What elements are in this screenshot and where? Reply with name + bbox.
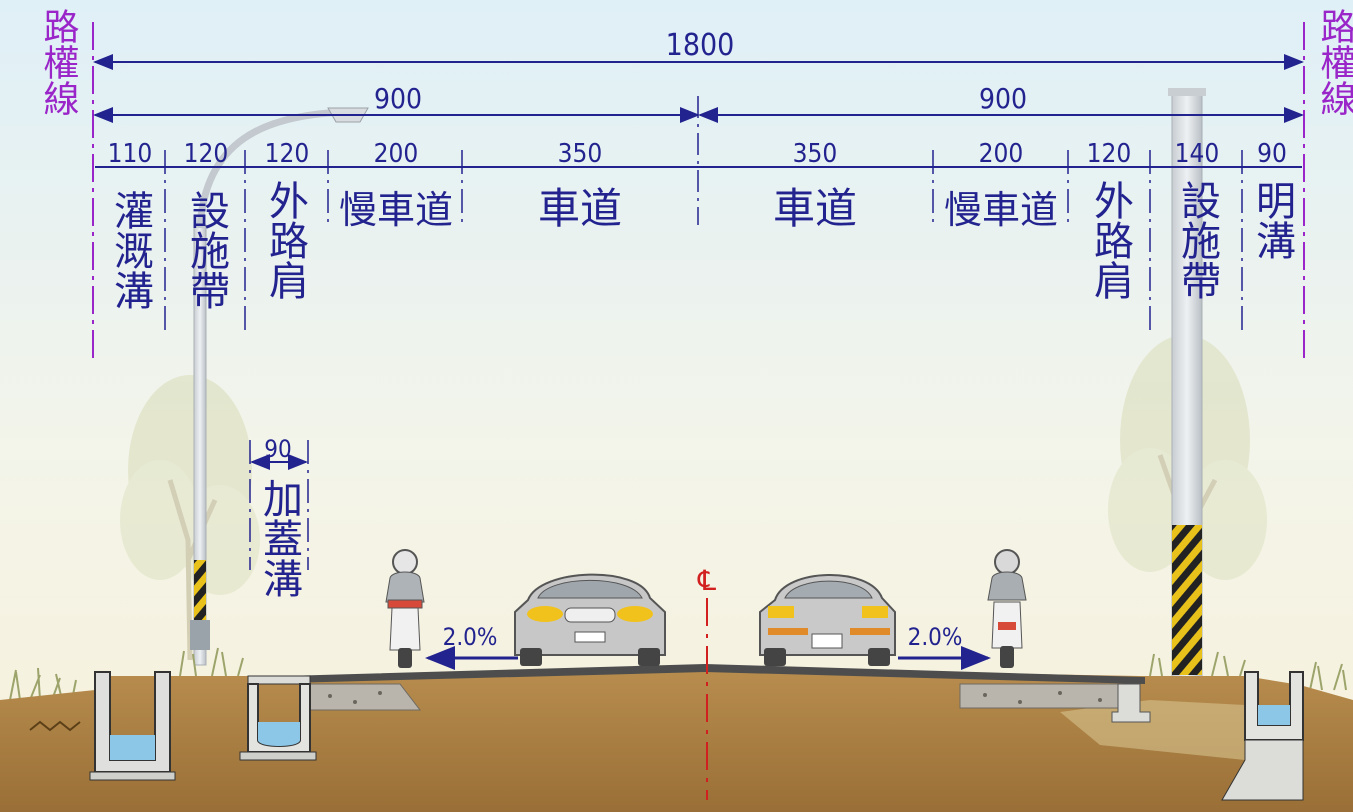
segment-value-r1: 350 (793, 139, 838, 169)
dimension-half-left-value: 900 (374, 82, 422, 115)
asphalt-pavement (250, 664, 1145, 684)
car-right (759, 574, 896, 666)
segment-label-slow-lane-right: 慢車道 (944, 188, 1058, 232)
segment-label-facility-belt-left: 設施帶 (183, 190, 229, 310)
dimension-covered-ditch-value: 90 (264, 435, 291, 463)
segment-value-l3: 120 (265, 139, 310, 169)
segment-label-open-drain: 明溝 (1249, 180, 1295, 260)
open-drain (1221, 671, 1304, 801)
scooter-right (987, 549, 1027, 668)
segment-label-lane-right: 車道 (773, 184, 857, 233)
slope-label-right: 2.0% (908, 623, 963, 651)
segment-value-r3: 120 (1087, 139, 1132, 169)
row-line-label-right: 路權線 (1315, 8, 1353, 116)
dimension-covered-ditch: 90 (249, 435, 309, 570)
dimension-total-value: 1800 (666, 28, 735, 63)
curb-right (1111, 683, 1151, 723)
segment-label-covered-ditch: 加蓋溝 (256, 478, 302, 598)
road-base (309, 683, 1136, 711)
segment-label-lane-left: 車道 (538, 184, 622, 233)
segment-value-l5: 350 (558, 139, 603, 169)
left-tree (120, 375, 260, 661)
segment-value-l1: 110 (108, 139, 153, 169)
backfill (1060, 700, 1245, 760)
segment-value-r2: 200 (979, 139, 1024, 169)
soil-hatch (29, 720, 81, 732)
scooter-left (385, 549, 425, 668)
dimension-half-right-value: 900 (979, 82, 1027, 115)
segment-value-r5: 90 (1257, 139, 1287, 169)
row-line-label-left: 路權線 (38, 8, 79, 116)
covered-ditch (239, 675, 317, 761)
irrigation-ditch (89, 671, 176, 781)
grass (9, 647, 1347, 701)
centerline-symbol: ℄ (697, 564, 716, 597)
dimension-half-right: 900 (698, 82, 1304, 123)
slope-label-left: 2.0% (443, 623, 498, 651)
segment-label-shoulder-left: 外路肩 (262, 180, 308, 300)
segment-label-shoulder-right: 外路肩 (1087, 180, 1133, 300)
dimension-half-left: 900 (93, 82, 700, 123)
segment-label-facility-belt-right: 設施帶 (1174, 180, 1220, 300)
segment-value-l2: 120 (184, 139, 229, 169)
segment-value-l4: 200 (374, 139, 419, 169)
utility-pole (1168, 88, 1206, 681)
segment-label-irrigation-ditch: 灌溉溝 (107, 190, 153, 310)
segment-value-r4: 140 (1175, 139, 1220, 169)
segment-label-slow-lane-left: 慢車道 (339, 188, 453, 232)
dimension-total: 1800 (93, 28, 1304, 70)
segment-ticks (164, 150, 1243, 330)
car-left (514, 573, 666, 666)
